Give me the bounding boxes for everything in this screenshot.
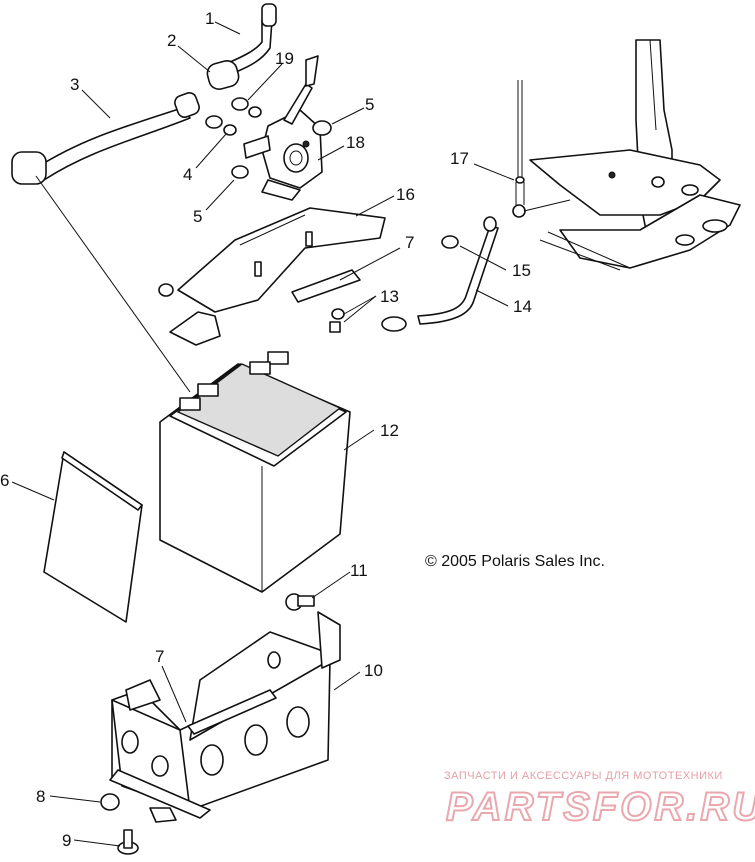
boot-2 <box>206 60 240 90</box>
callout-16: 16 <box>396 185 415 204</box>
solenoid-18 <box>243 55 323 201</box>
nut-5-lower <box>231 165 249 179</box>
rod-eye <box>512 204 526 218</box>
clip-13 <box>329 308 345 333</box>
copyright-notice: © 2005 Polaris Sales Inc. <box>425 553 605 570</box>
callout-2: 2 <box>167 31 176 50</box>
callout-9: 9 <box>62 831 71 850</box>
callout-11: 11 <box>350 561 368 580</box>
callout-3: 3 <box>70 75 79 94</box>
cable-1 <box>229 3 277 73</box>
battery-12 <box>159 351 351 593</box>
nut-4 <box>205 115 237 136</box>
callout-5-upper: 5 <box>365 95 374 114</box>
callout-18: 18 <box>346 133 365 152</box>
pad-6 <box>43 451 143 623</box>
watermark-tagline: ЗАПЧАСТИ И АКСЕССУАРЫ ДЛЯ МОТОТЕХНИКИ <box>444 770 723 782</box>
callout-5-lower: 5 <box>193 207 202 226</box>
nut-8 <box>100 793 120 811</box>
nut-19 <box>231 97 262 118</box>
callout-12: 12 <box>380 421 399 440</box>
callout-14: 14 <box>513 297 532 316</box>
callout-7-lower: 7 <box>155 647 164 666</box>
callout-4: 4 <box>183 165 192 184</box>
callout-17: 17 <box>450 149 469 168</box>
callout-7-upper: 7 <box>405 233 414 252</box>
frame-section <box>512 39 741 271</box>
nut-5-upper <box>312 120 332 136</box>
callout-19: 19 <box>275 49 294 68</box>
watermark-logo: PARTSFOR.RU <box>446 785 755 829</box>
callout-1: 1 <box>205 9 214 28</box>
callout-13: 13 <box>380 287 399 306</box>
holder-16 <box>158 207 386 346</box>
bolt-11 <box>285 593 315 611</box>
cable-14 <box>381 216 499 332</box>
nut-15 <box>441 235 459 249</box>
callout-15: 15 <box>512 261 531 280</box>
pad-7-lower <box>187 689 277 735</box>
callout-6: 6 <box>0 471 9 490</box>
leader-lines <box>11 21 515 847</box>
bolt-9 <box>117 829 139 855</box>
callout-10: 10 <box>364 661 383 680</box>
callout-8: 8 <box>36 787 45 806</box>
cable-3 <box>11 92 200 185</box>
